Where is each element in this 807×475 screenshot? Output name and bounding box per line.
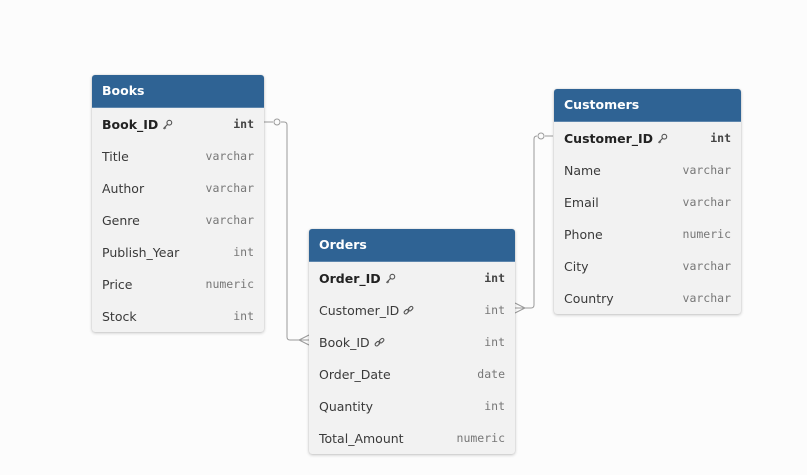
key-icon bbox=[385, 273, 396, 284]
field-type: numeric bbox=[456, 431, 505, 445]
link-icon bbox=[374, 337, 385, 348]
field-name: Price bbox=[102, 276, 133, 292]
customers-row-country[interactable]: Country varchar bbox=[554, 282, 741, 314]
field-name: Quantity bbox=[319, 398, 374, 414]
field-type: numeric bbox=[682, 227, 731, 241]
field-name: Customer_ID bbox=[564, 130, 654, 146]
field-name: Book_ID bbox=[319, 334, 370, 350]
field-name: Author bbox=[102, 180, 145, 196]
orders-row-order-id[interactable]: Order_ID int bbox=[309, 262, 515, 294]
connector-books-orders bbox=[264, 118, 310, 346]
field-name: City bbox=[564, 258, 589, 274]
field-name: Name bbox=[564, 162, 601, 178]
key-icon bbox=[657, 133, 668, 144]
field-type: int bbox=[484, 399, 505, 413]
orders-table[interactable]: Orders Order_ID int Customer_ID int Book… bbox=[309, 229, 515, 454]
field-name: Publish_Year bbox=[102, 244, 180, 260]
customers-row-name[interactable]: Name varchar bbox=[554, 154, 741, 186]
field-type: varchar bbox=[205, 213, 254, 227]
customers-row-email[interactable]: Email varchar bbox=[554, 186, 741, 218]
field-type: varchar bbox=[682, 163, 731, 177]
field-name: Order_Date bbox=[319, 366, 391, 382]
field-type: varchar bbox=[205, 149, 254, 163]
key-icon bbox=[162, 119, 173, 130]
books-row-author[interactable]: Author varchar bbox=[92, 172, 264, 204]
field-name: Customer_ID bbox=[319, 302, 400, 318]
field-type: int bbox=[484, 271, 505, 285]
field-name: Title bbox=[102, 148, 129, 164]
field-type: varchar bbox=[205, 181, 254, 195]
field-type: date bbox=[477, 367, 505, 381]
books-row-publish-year[interactable]: Publish_Year int bbox=[92, 236, 264, 268]
field-type: numeric bbox=[205, 277, 254, 291]
field-type: varchar bbox=[682, 195, 731, 209]
orders-row-quantity[interactable]: Quantity int bbox=[309, 390, 515, 422]
customers-row-phone[interactable]: Phone numeric bbox=[554, 218, 741, 250]
field-name: Genre bbox=[102, 212, 140, 228]
field-type: int bbox=[484, 303, 505, 317]
orders-row-customer-id[interactable]: Customer_ID int bbox=[309, 294, 515, 326]
books-row-title[interactable]: Title varchar bbox=[92, 140, 264, 172]
field-name: Total_Amount bbox=[319, 430, 404, 446]
field-name: Book_ID bbox=[102, 116, 159, 132]
field-type: int bbox=[710, 131, 731, 145]
books-row-price[interactable]: Price numeric bbox=[92, 268, 264, 300]
customers-row-city[interactable]: City varchar bbox=[554, 250, 741, 282]
field-type: int bbox=[233, 245, 254, 259]
books-row-genre[interactable]: Genre varchar bbox=[92, 204, 264, 236]
link-icon bbox=[403, 305, 414, 316]
orders-row-order-date[interactable]: Order_Date date bbox=[309, 358, 515, 390]
orders-table-header[interactable]: Orders bbox=[309, 229, 515, 262]
field-type: int bbox=[233, 117, 254, 131]
field-type: varchar bbox=[682, 259, 731, 273]
customers-table-header[interactable]: Customers bbox=[554, 89, 741, 122]
books-row-stock[interactable]: Stock int bbox=[92, 300, 264, 332]
field-type: varchar bbox=[682, 291, 731, 305]
field-name: Stock bbox=[102, 308, 137, 324]
field-name: Country bbox=[564, 290, 614, 306]
orders-row-book-id[interactable]: Book_ID int bbox=[309, 326, 515, 358]
orders-row-total-amount[interactable]: Total_Amount numeric bbox=[309, 422, 515, 454]
field-type: int bbox=[484, 335, 505, 349]
books-table[interactable]: Books Book_ID int Title varchar Author v… bbox=[92, 75, 264, 332]
customers-table[interactable]: Customers Customer_ID int Name varchar E… bbox=[554, 89, 741, 314]
field-type: int bbox=[233, 309, 254, 323]
field-name: Email bbox=[564, 194, 599, 210]
customers-row-customer-id[interactable]: Customer_ID int bbox=[554, 122, 741, 154]
books-row-book-id[interactable]: Book_ID int bbox=[92, 108, 264, 140]
books-table-header[interactable]: Books bbox=[92, 75, 264, 108]
field-name: Order_ID bbox=[319, 270, 381, 286]
field-name: Phone bbox=[564, 226, 603, 242]
connector-customers-orders bbox=[514, 132, 553, 314]
